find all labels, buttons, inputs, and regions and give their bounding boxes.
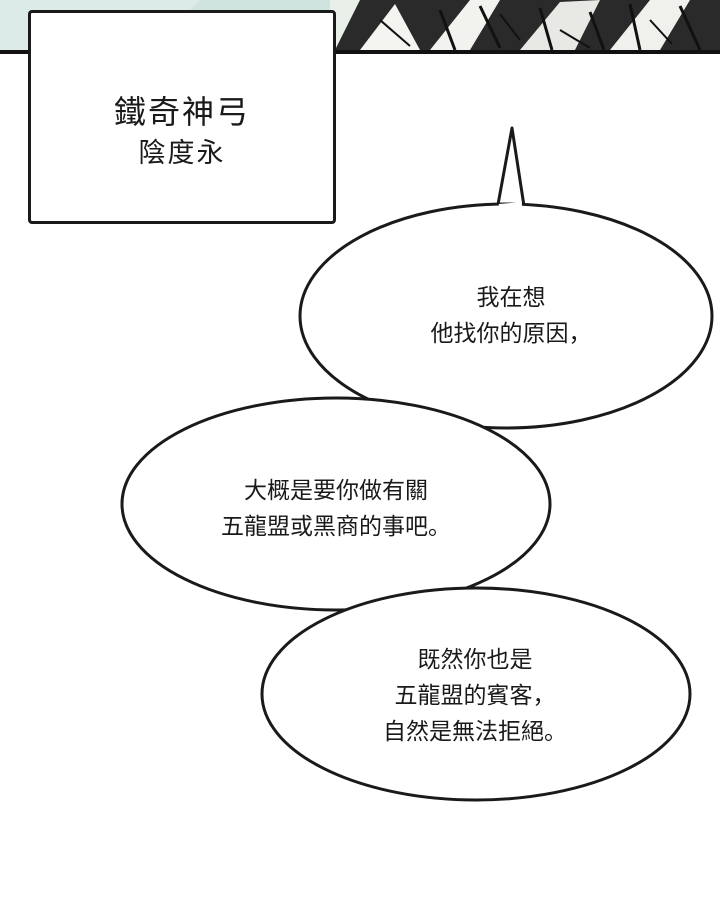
speech-bubble-tail: [495, 126, 526, 212]
speech-bubble-2-text: 大概是要你做有關 五龍盟或黑商的事吧。: [186, 473, 486, 545]
bubble-line: 自然是無法拒絕。: [383, 719, 567, 745]
bubble-line: 我在想: [476, 285, 546, 311]
caption-title: 鐵奇神弓: [113, 93, 250, 131]
bubble-line: 五龍盟或黑商的事吧。: [221, 514, 451, 540]
bubble-line: 五龍盟的賓客，: [394, 683, 556, 709]
bubble-line: 大概是要你做有關: [244, 478, 428, 504]
bubble-line: 既然你也是: [417, 647, 533, 673]
caption-name: 陰度永: [138, 138, 226, 169]
speech-bubble-2: [120, 396, 552, 612]
speech-bubble-3-text: 既然你也是 五龍盟的賓客， 自然是無法拒絕。: [350, 642, 600, 750]
character-caption-box: 鐵奇神弓 陰度永: [28, 10, 336, 224]
bubble-line: 他找你的原因，: [430, 321, 592, 347]
top-illustration-strip: [0, 0, 720, 56]
speech-bubble-3: [260, 586, 692, 802]
speech-bubble-1-text: 我在想 他找你的原因，: [396, 280, 626, 352]
